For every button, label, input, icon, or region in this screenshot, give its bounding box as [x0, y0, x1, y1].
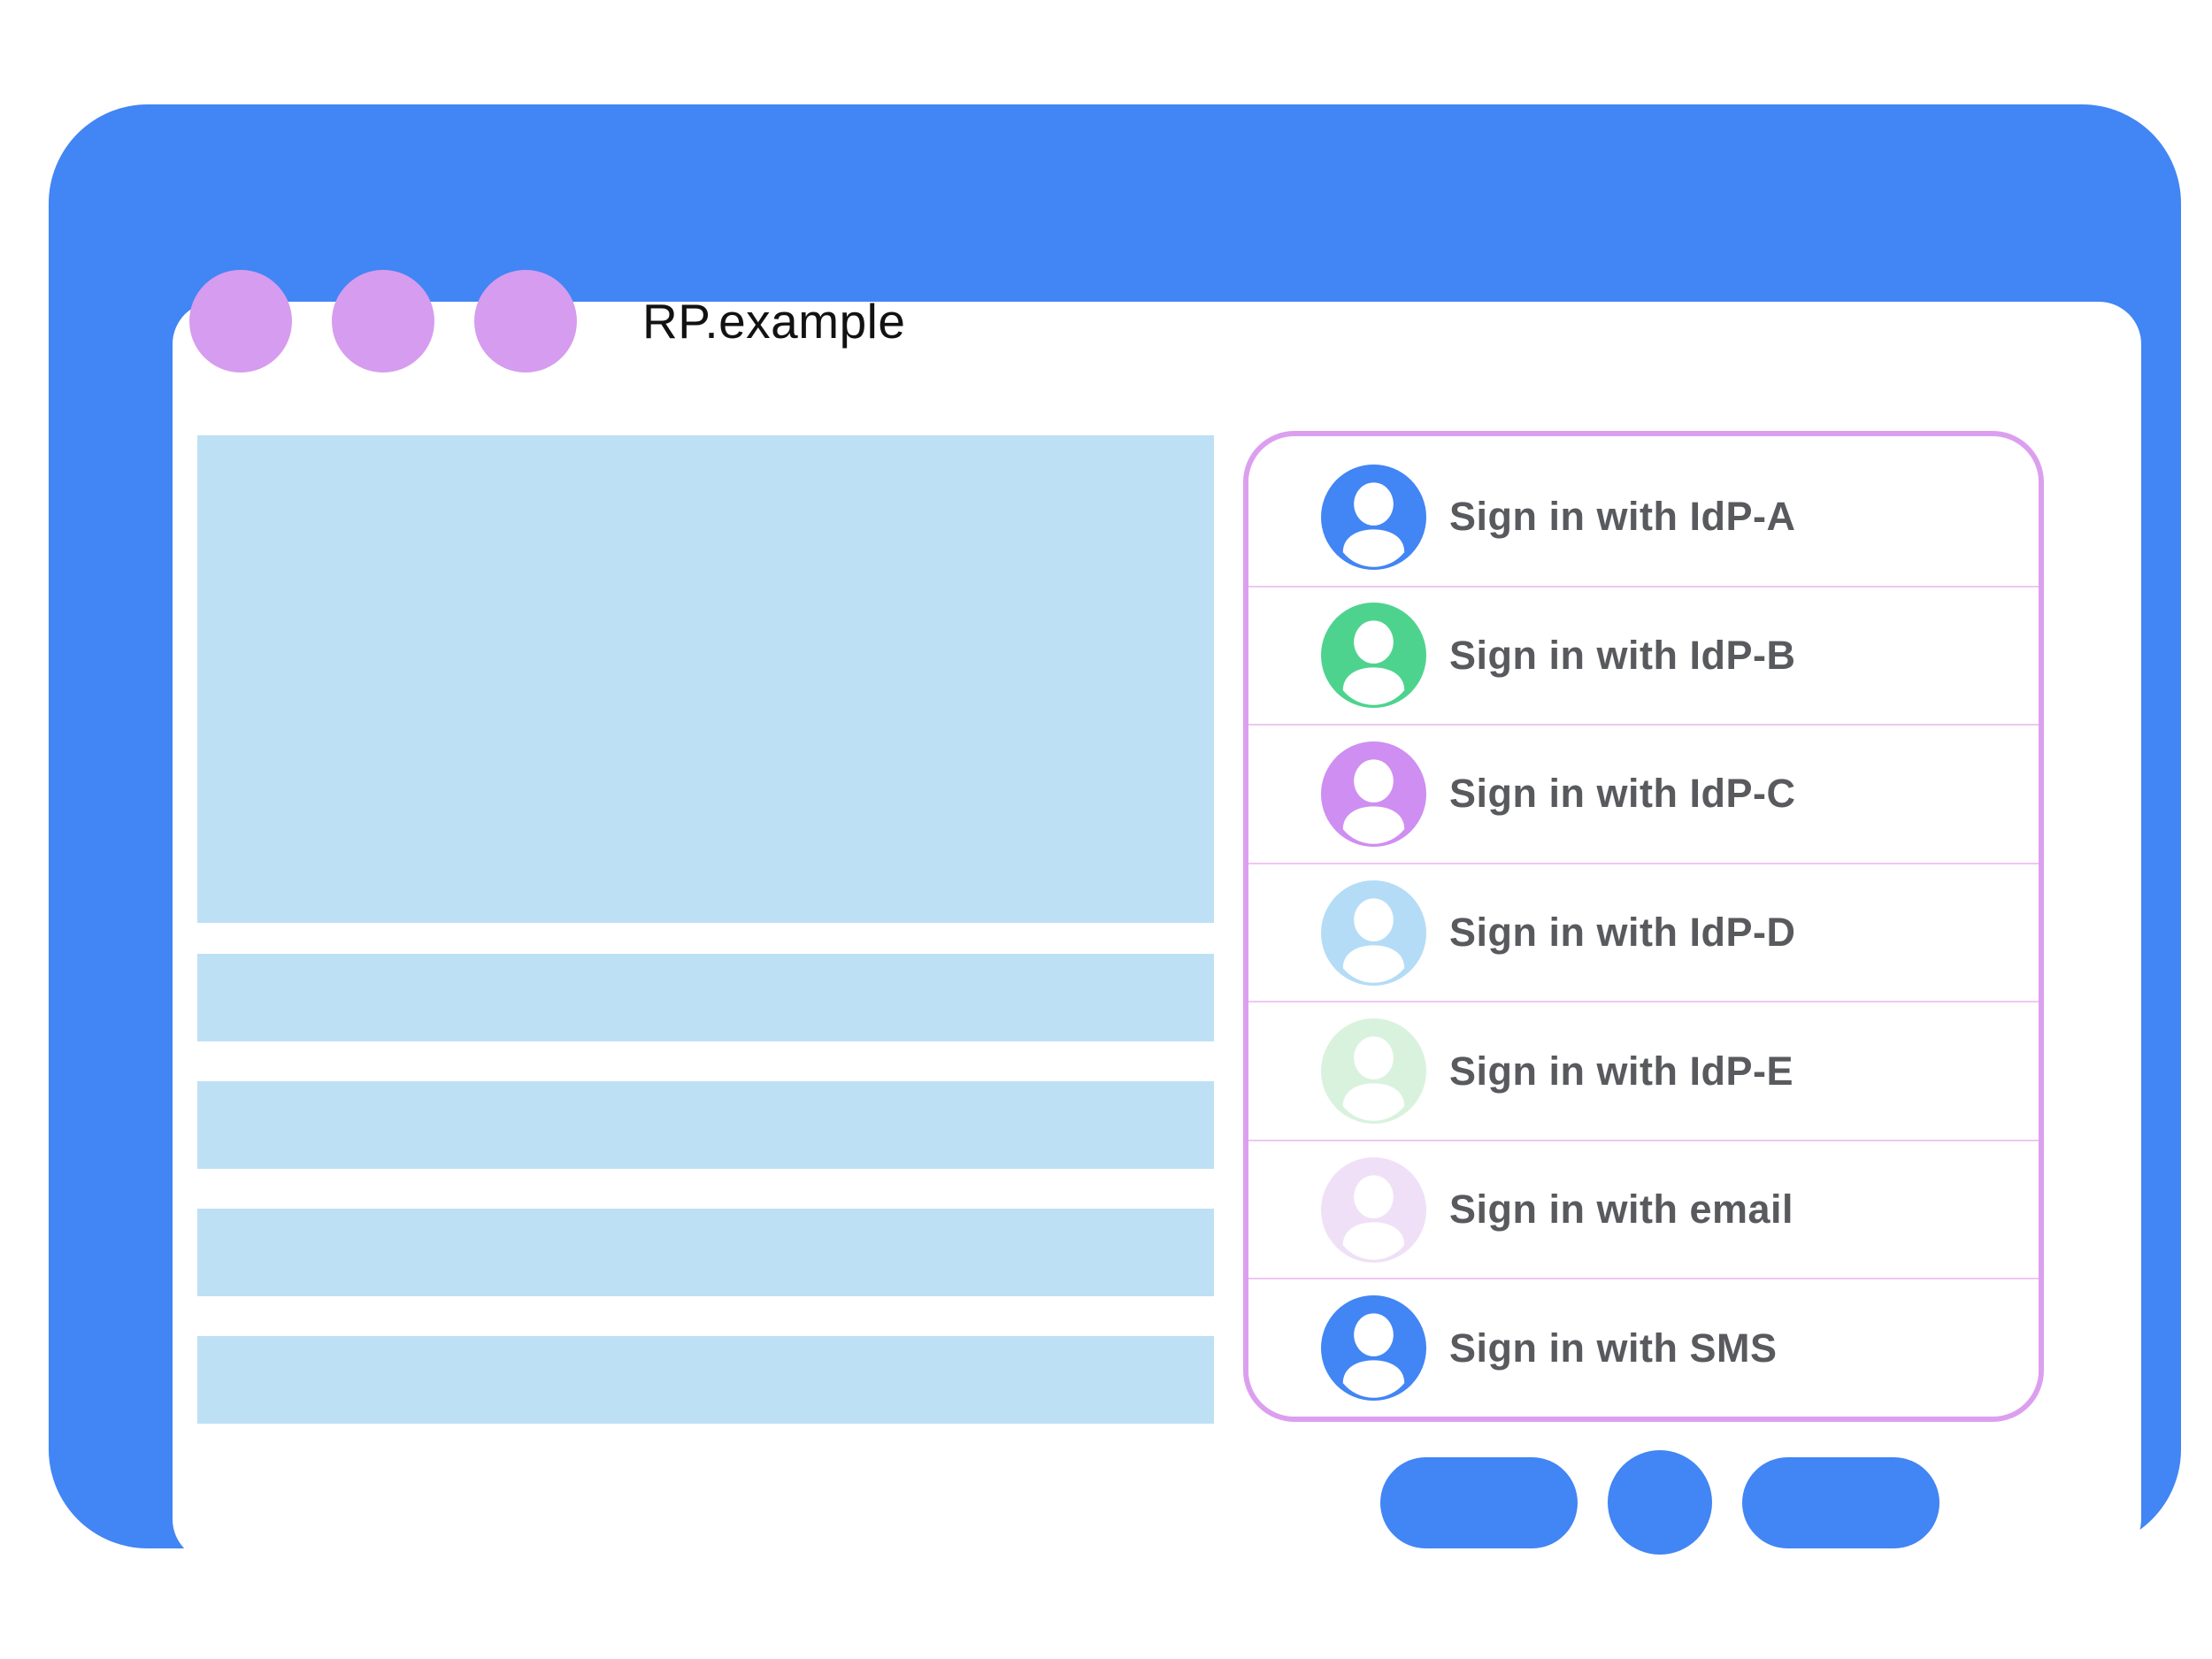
person-icon: [1321, 603, 1426, 709]
person-icon: [1321, 879, 1426, 986]
power-button-circle: [1608, 1450, 1712, 1555]
signin-option-row[interactable]: Sign in with IdP-E: [1248, 1002, 2039, 1141]
text-line-placeholder: [197, 1081, 1214, 1169]
frame-notch-right-cap: [1742, 1457, 1939, 1548]
signin-panel: Sign in with IdP-A Sign in with IdP-B Si…: [1243, 431, 2044, 1422]
person-icon: [1321, 1156, 1426, 1263]
signin-option-row[interactable]: Sign in with IdP-B: [1248, 587, 2039, 726]
traffic-light-dot-icon: [332, 270, 434, 373]
signin-option-label: Sign in with SMS: [1449, 1325, 1778, 1371]
person-icon: [1321, 1018, 1426, 1125]
hero-content-placeholder: [197, 435, 1214, 923]
signin-option-label: Sign in with IdP-E: [1449, 1048, 1793, 1094]
traffic-light-dot-icon: [189, 270, 292, 373]
person-icon: [1321, 464, 1426, 570]
signin-option-row[interactable]: Sign in with IdP-A: [1248, 449, 2039, 588]
signin-option-row[interactable]: Sign in with IdP-C: [1248, 726, 2039, 864]
traffic-light-dot-icon: [474, 270, 577, 373]
text-line-placeholder: [197, 954, 1214, 1041]
person-icon: [1321, 1295, 1426, 1402]
text-line-placeholder: [197, 1209, 1214, 1296]
signin-option-row[interactable]: Sign in with email: [1248, 1141, 2039, 1280]
signin-option-label: Sign in with IdP-B: [1449, 632, 1796, 678]
signin-option-row[interactable]: Sign in with SMS: [1248, 1279, 2039, 1417]
signin-option-label: Sign in with IdP-A: [1449, 494, 1796, 540]
signin-option-row[interactable]: Sign in with IdP-D: [1248, 864, 2039, 1003]
person-icon: [1321, 741, 1426, 847]
frame-notch-left-cap: [1380, 1457, 1578, 1548]
signin-option-label: Sign in with email: [1449, 1187, 1794, 1233]
signin-option-label: Sign in with IdP-C: [1449, 771, 1796, 817]
signin-option-label: Sign in with IdP-D: [1449, 910, 1796, 956]
text-line-placeholder: [197, 1336, 1214, 1424]
page-title: RP.example: [642, 294, 906, 349]
